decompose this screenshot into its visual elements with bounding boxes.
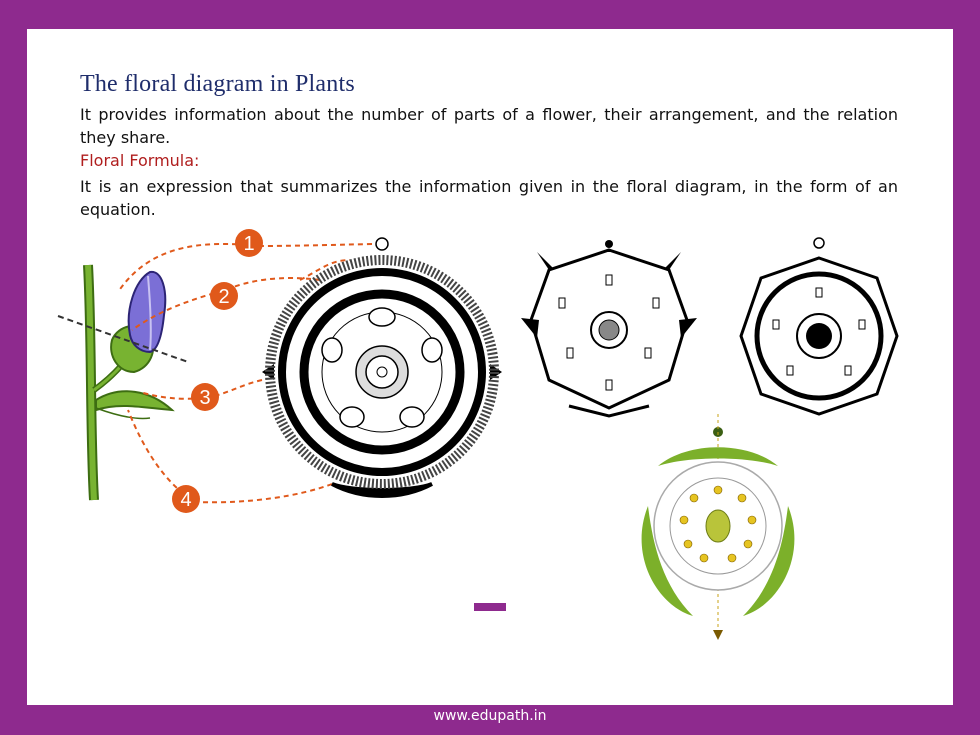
floral-diagram-four (641, 414, 795, 640)
floral-formula-paragraph: It is an expression that summarizes the … (80, 177, 898, 219)
footer-url[interactable]: www.edupath.in (433, 708, 547, 724)
svg-text:4: 4 (180, 489, 191, 511)
floral-diagram-two (521, 240, 697, 418)
intro-paragraph: It provides information about the number… (80, 105, 898, 147)
callout-marker-4: 4 (172, 485, 200, 513)
corolla (127, 270, 167, 354)
floral-formula-heading: Floral Formula: (80, 151, 200, 170)
floral-diagram-main (262, 237, 502, 498)
floral-diagram-three (739, 237, 899, 416)
callout-marker-2: 2 (210, 282, 238, 310)
svg-text:1: 1 (243, 233, 254, 255)
slide-title: The floral diagram in Plants (80, 71, 355, 97)
svg-text:2: 2 (218, 286, 229, 308)
leaf (95, 390, 175, 412)
callout-marker-3: 3 (191, 383, 219, 411)
callout-marker-1: 1 (235, 229, 263, 257)
slide-marker-bar (474, 603, 506, 611)
svg-text:3: 3 (199, 387, 210, 409)
